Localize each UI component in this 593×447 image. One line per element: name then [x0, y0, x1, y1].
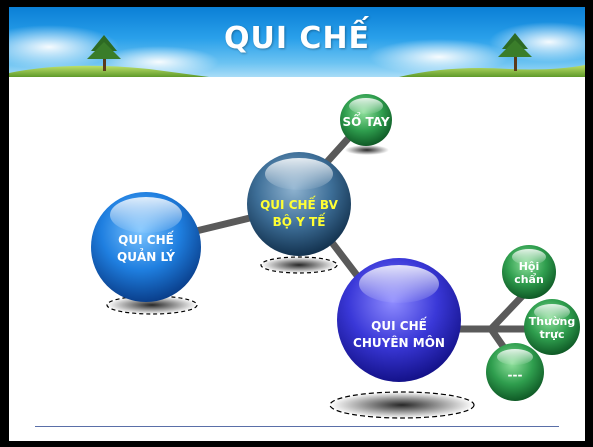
shadow [330, 392, 474, 418]
shadow [107, 296, 197, 314]
node-label: QUI CHẾ [371, 317, 427, 333]
shadow-outline [260, 256, 338, 274]
header-background [9, 22, 585, 77]
node-label: chẩn [514, 273, 544, 286]
node-label: QUI CHẾ [118, 231, 174, 247]
node-qui-che-quan-ly[interactable]: QUI CHẾ QUẢN LÝ [91, 192, 201, 302]
node-label: trực [539, 328, 564, 341]
node-label: QUẢN LÝ [117, 248, 175, 264]
tree-icon [498, 33, 532, 71]
node-shadows [106, 145, 475, 419]
org-diagram: QUI CHẾ QUẢN LÝ QUI CHẾ BV BỘ Y TẾ SỔ TA… [91, 94, 580, 419]
node-label: SỔ TAY [342, 112, 389, 129]
footer-divider [35, 426, 559, 427]
node-label: BỘ Y TẾ [273, 213, 327, 229]
node-label: CHUYÊN MÔN [353, 335, 445, 350]
node-qui-che-bv-bo-y-te[interactable]: QUI CHẾ BV BỘ Y TẾ [247, 152, 351, 256]
tree-icon [87, 35, 121, 71]
node-label: QUI CHẾ BV [260, 196, 338, 212]
slide-title: QUI CHẾ [223, 21, 371, 56]
node-thuong-truc[interactable]: Thường trực [524, 299, 580, 355]
node-label: Hội [519, 260, 540, 273]
node-other[interactable]: --- [486, 343, 544, 401]
slide: QUI CHẾ [9, 7, 585, 441]
node-hoi-chan[interactable]: Hội chẩn [502, 245, 556, 299]
shadow [261, 257, 337, 273]
node-qui-che-chuyen-mon[interactable]: QUI CHẾ CHUYÊN MÔN [337, 258, 461, 382]
header-banner: QUI CHẾ [9, 7, 585, 77]
node-label: --- [508, 368, 523, 382]
shadow [345, 145, 389, 155]
node-label: Thường [529, 315, 575, 328]
shadow-outline [329, 391, 475, 419]
node-so-tay[interactable]: SỔ TAY [340, 94, 392, 146]
